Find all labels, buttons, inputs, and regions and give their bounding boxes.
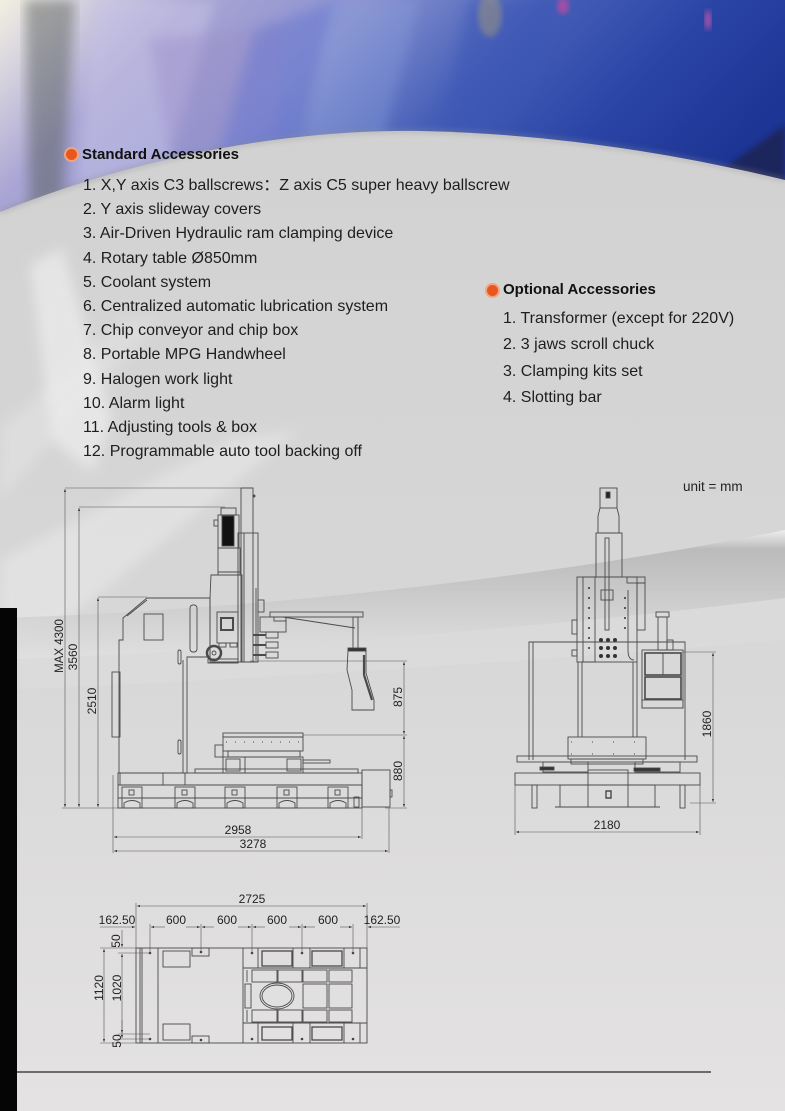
gray-swoosh-band (0, 530, 785, 660)
list-item: 4. Slotting bar (503, 388, 602, 406)
work-table (194, 732, 359, 774)
base-feet (121, 786, 349, 809)
front-view-drawing: 1860 2180 (514, 487, 716, 835)
list-item: 11. Adjusting tools & box (83, 419, 258, 437)
dim-overall-2725: 2725 (239, 892, 266, 906)
list-item: 2. 3 jaws scroll chuck (503, 336, 655, 354)
front-column (595, 532, 623, 631)
dim-depth-1020: 1020 (110, 974, 124, 1001)
dim-spacing-3: 600 (267, 913, 287, 927)
dim-offset-bottom: 50 (110, 1034, 124, 1048)
dim-spacing-4: 600 (318, 913, 338, 927)
list-item: 1. X,Y axis C3 ballscrews：Z axis C5 supe… (83, 177, 510, 194)
list-item: 9. Halogen work light (83, 370, 233, 388)
dim-edge-right: 162.50 (364, 913, 401, 927)
dim-offset-top: 50 (109, 934, 123, 948)
side-view-machine (111, 487, 393, 809)
operator-pendant-arm (259, 611, 375, 711)
list-item: 6. Centralized automatic lubrication sys… (83, 298, 389, 316)
chip-conveyor-box (361, 769, 391, 808)
list-item: 10. Alarm light (83, 394, 185, 412)
plan-view-table (135, 947, 368, 1044)
list-item: 2. Y axis slideway covers (83, 201, 262, 219)
dim-edge-left: 162.50 (99, 913, 136, 927)
unit-label: unit = mm (683, 479, 743, 494)
front-spindle-motor (597, 487, 620, 534)
plan-holes (148, 950, 355, 1042)
dim-875: 875 (391, 687, 405, 707)
list-item: 3. Air-Driven Hydraulic ram clamping dev… (83, 225, 394, 243)
light-streaks (0, 248, 300, 640)
list-item: 1. Transformer (except for 220V) (503, 310, 735, 327)
dim-max-height: MAX 4300 (54, 619, 66, 673)
front-view-dimension-lines (514, 651, 716, 835)
plan-view-dimension-lines (100, 903, 400, 1044)
front-view-machine (514, 487, 701, 809)
optional-accessories-title: Optional Accessories (503, 281, 656, 298)
dim-880: 880 (391, 761, 405, 781)
standard-accessories-title: Standard Accessories (82, 146, 240, 163)
headstock (205, 574, 243, 664)
dim-height-1860: 1860 (700, 710, 714, 737)
machine-guard (111, 597, 211, 774)
dim-depth-1120: 1120 (92, 975, 106, 1001)
list-item: 8. Portable MPG Handwheel (83, 346, 286, 364)
front-control-panel (641, 611, 684, 709)
orange-radio-bullet-icon (66, 149, 77, 160)
plan-grid (243, 948, 367, 1043)
optional-accessories-list: 1. Transformer (except for 220V) 2. 3 ja… (503, 306, 734, 411)
plan-view-drawing: 2725 162.50 600 600 600 600 162.50 50 11… (92, 892, 401, 1048)
hydraulic-fittings (253, 588, 279, 660)
standard-accessories-list: 1. X,Y axis C3 ballscrews：Z axis C5 supe… (83, 174, 510, 464)
list-item: 3. Clamping kits set (503, 362, 643, 380)
side-view-dimension-lines (62, 487, 407, 853)
dim-height-3560: 3560 (66, 643, 80, 670)
orange-radio-bullet-icon (487, 285, 498, 296)
front-headstock (571, 576, 646, 663)
dim-length-3278: 3278 (240, 837, 267, 851)
list-item: 4. Rotary table Ø850mm (83, 249, 258, 267)
dim-length-2958: 2958 (225, 823, 252, 837)
list-item: 7. Chip conveyor and chip box (83, 322, 299, 340)
front-frame (528, 641, 686, 760)
spindle-motor (213, 507, 241, 576)
side-view-drawing: MAX 4300 3560 2510 875 880 2958 3278 (54, 487, 407, 853)
list-item: 12. Programmable auto tool backing off (83, 443, 362, 461)
dim-height-2510: 2510 (85, 687, 99, 714)
dim-width-2180: 2180 (594, 818, 621, 832)
dim-spacing-1: 600 (166, 913, 186, 927)
machine-base (117, 769, 393, 809)
left-black-bar (0, 608, 17, 1111)
dim-spacing-2: 600 (217, 913, 237, 927)
list-item: 5. Coolant system (83, 273, 212, 291)
front-table-and-base (514, 736, 701, 809)
